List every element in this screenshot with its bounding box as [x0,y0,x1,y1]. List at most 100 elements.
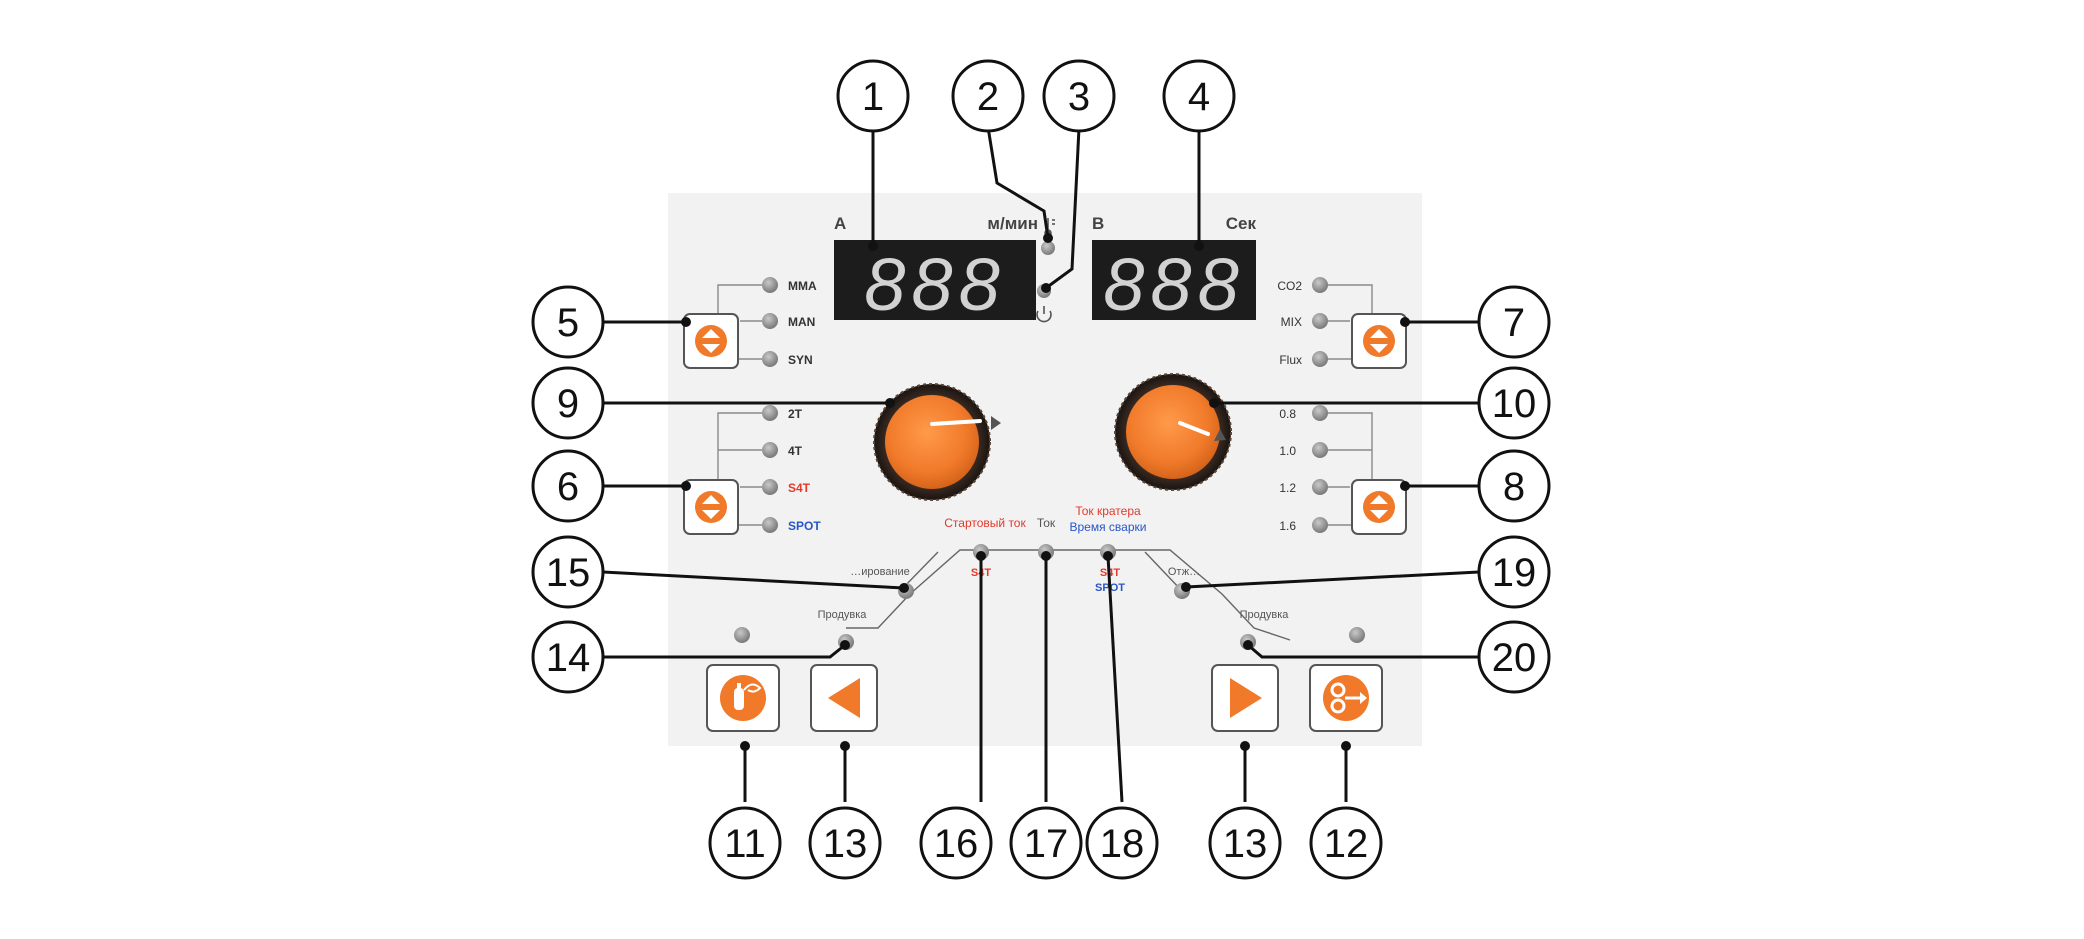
label-mma: MMA [788,279,817,293]
wire-group: 0.8 1.0 1.2 1.6 [1279,405,1407,535]
callout-20: 20 [1477,620,1551,694]
led-wire-1-6 [1312,517,1328,533]
led-wire-0-8 [1312,405,1328,421]
led-s4t [762,479,778,495]
callout-18: 18 [1085,806,1159,880]
led-flux [1312,351,1328,367]
label-current: Ток [1037,516,1056,530]
led-2t [762,405,778,421]
callout-4: 4 [1162,59,1236,133]
led-spot [762,517,778,533]
callout-10-label: 10 [1492,382,1537,426]
right-display-unit-sec: Сек [1226,214,1257,233]
gas-group: CO2 MIX Flux [1277,277,1407,369]
led-co2 [1312,277,1328,293]
led-4t [762,442,778,458]
mode-select-button[interactable] [683,313,739,369]
callout-5: 5 [531,285,605,359]
right-knob[interactable] [1114,373,1232,491]
callout-5-label: 5 [557,301,579,345]
label-s4t: S4T [788,481,811,495]
wire-select-button[interactable] [1351,479,1407,535]
callout-17: 17 [1009,806,1083,880]
callout-1-label: 1 [862,75,884,119]
callout-14: 14 [531,620,605,694]
left-display-digits: 888 [864,243,1005,326]
led-wire-feed [1349,627,1365,643]
gas-test-button[interactable] [706,664,780,732]
label-2t: 2T [788,407,803,421]
callout-7: 7 [1477,285,1551,359]
callout-20-label: 20 [1492,636,1537,680]
param-right-button[interactable] [1211,664,1279,732]
callout-8-label: 8 [1503,465,1525,509]
callout-12-label: 12 [1324,822,1369,866]
wire-feed-icon [1323,675,1369,721]
label-crater-current: Ток кратера [1075,504,1141,518]
label-wire-1-6: 1.6 [1279,519,1296,533]
triangle-left-icon [828,678,860,718]
trigger-group: 2T 4T S4T SPOT [683,405,821,535]
callout-1: 1 [836,59,910,133]
callout-16-label: 16 [934,822,979,866]
callout-6: 6 [531,449,605,523]
up-down-arrow-icon [695,325,727,357]
right-display [1092,240,1256,320]
callout-18-label: 18 [1100,822,1145,866]
callout-13-right: 13 [1208,806,1282,880]
left-knob[interactable] [873,383,1001,501]
callout-10: 10 [1477,366,1551,440]
callouts: 1 2 3 4 5 6 7 8 9 10 11 12 13 13 14 15 1… [531,59,1551,880]
mode-group: MMA MAN SYN [683,277,817,369]
left-display-unit-m-min: м/мин [987,214,1038,233]
up-down-arrow-icon [695,491,727,523]
left-display-group: А м/мин 888 [834,214,1038,326]
label-flux: Flux [1279,353,1302,367]
led-mma [762,277,778,293]
label-syn: SYN [788,353,813,367]
led-syn [762,351,778,367]
led-gas-test [734,627,750,643]
callout-3: 3 [1042,59,1116,133]
callout-16: 16 [919,806,993,880]
callout-15: 15 [531,535,605,609]
led-wire-1-0 [1312,442,1328,458]
callout-2: 2 [951,59,1025,133]
label-burnback-partial: Отж… [1168,566,1200,578]
label-wire-1-2: 1.2 [1279,481,1296,495]
label-man: MAN [788,315,815,329]
label-wire-0-8: 0.8 [1279,407,1296,421]
callout-13-left: 13 [808,806,882,880]
label-postflow-right: Продувка [1240,609,1290,621]
gas-select-button[interactable] [1351,313,1407,369]
label-4t: 4T [788,444,803,458]
power-icon [1036,306,1052,323]
callout-6-label: 6 [557,465,579,509]
callout-2-label: 2 [977,75,999,119]
led-mix [1312,313,1328,329]
gas-cylinder-icon [720,675,766,721]
label-wire-1-0: 1.0 [1279,444,1296,458]
callout-14-label: 14 [546,636,591,680]
left-display-unit-a: А [834,214,846,233]
callout-11-label: 11 [724,822,766,866]
callout-12: 12 [1309,806,1383,880]
wire-feed-button[interactable] [1309,664,1383,732]
overheat-led [1041,241,1055,255]
triangle-right-icon [1230,678,1262,718]
up-down-arrow-icon [1363,325,1395,357]
callout-7-label: 7 [1503,301,1525,345]
up-down-arrow-icon [1363,491,1395,523]
callout-9-label: 9 [557,382,579,426]
callout-leaders [602,126,1480,803]
left-display [834,240,1036,320]
label-preflow-left: Продувка [818,609,868,621]
callout-3-label: 3 [1068,75,1090,119]
trigger-select-button[interactable] [683,479,739,535]
label-co2: CO2 [1277,279,1302,293]
callout-4-label: 4 [1188,75,1210,119]
param-left-button[interactable] [810,664,878,732]
label-weld-time: Время сварки [1070,520,1147,534]
right-display-group: В Сек 888 [1092,214,1256,326]
